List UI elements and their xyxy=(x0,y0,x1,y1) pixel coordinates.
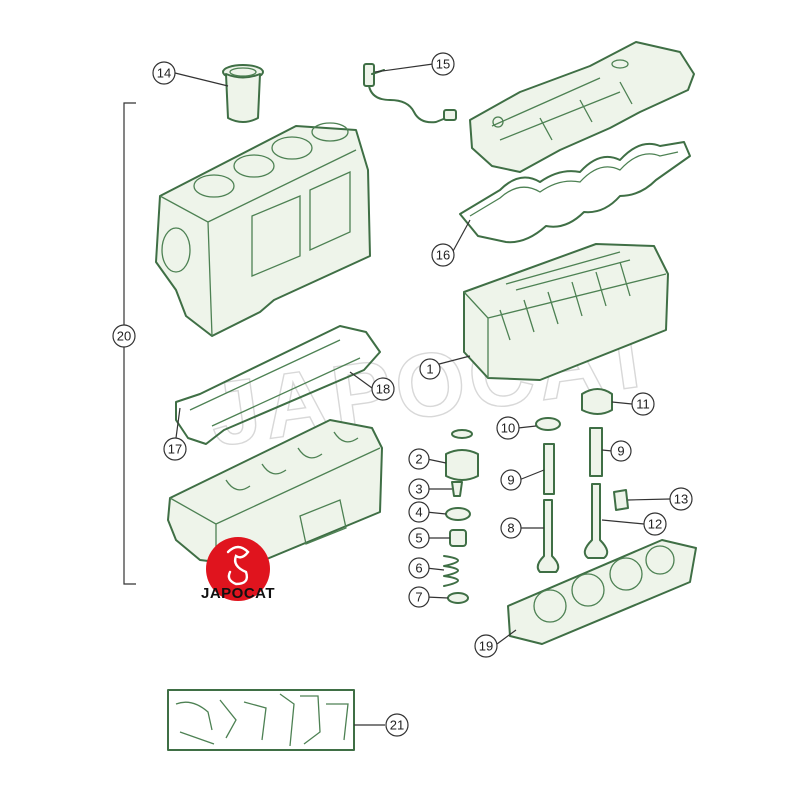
part-oil-pan-gasket[interactable] xyxy=(175,325,381,445)
callout-9-right[interactable]: 9 xyxy=(610,440,632,462)
callout-21[interactable]: 21 xyxy=(385,713,409,737)
callout-7[interactable]: 7 xyxy=(408,586,430,608)
svg-text:14: 14 xyxy=(157,66,171,81)
svg-text:20: 20 xyxy=(117,329,131,344)
part-engine-block[interactable] xyxy=(155,122,371,337)
svg-text:6: 6 xyxy=(415,561,422,576)
logo-red-circle xyxy=(206,537,270,601)
svg-text:19: 19 xyxy=(479,639,493,654)
callout-17[interactable]: 17 xyxy=(163,437,187,461)
svg-text:1: 1 xyxy=(426,362,433,377)
callout-15[interactable]: 15 xyxy=(431,52,455,76)
svg-text:15: 15 xyxy=(436,57,450,72)
callout-1[interactable]: 1 xyxy=(419,358,441,380)
svg-text:12: 12 xyxy=(648,517,662,532)
svg-text:5: 5 xyxy=(415,531,422,546)
callout-12[interactable]: 12 xyxy=(643,512,667,536)
svg-text:9: 9 xyxy=(617,444,624,459)
svg-text:21: 21 xyxy=(390,718,404,733)
svg-text:11: 11 xyxy=(636,397,650,412)
svg-text:3: 3 xyxy=(415,482,422,497)
svg-text:9: 9 xyxy=(507,473,514,488)
part-head-gasket[interactable] xyxy=(507,539,697,645)
callout-10[interactable]: 10 xyxy=(496,416,520,440)
callout-19[interactable]: 19 xyxy=(474,634,498,658)
japocat-logo: JAPOCAT xyxy=(201,537,275,602)
svg-text:8: 8 xyxy=(507,521,514,536)
part-valve-cover[interactable] xyxy=(469,41,695,173)
callout-18[interactable]: 18 xyxy=(371,377,395,401)
callout-20[interactable]: 20 xyxy=(112,324,136,348)
svg-text:7: 7 xyxy=(415,590,422,605)
callout-16[interactable]: 16 xyxy=(431,243,455,267)
svg-text:4: 4 xyxy=(415,505,422,520)
svg-text:18: 18 xyxy=(376,382,390,397)
svg-text:16: 16 xyxy=(436,248,450,263)
callout-14[interactable]: 14 xyxy=(152,61,176,85)
callout-9-left[interactable]: 9 xyxy=(500,469,522,491)
callout-13[interactable]: 13 xyxy=(669,487,693,511)
svg-text:2: 2 xyxy=(415,452,422,467)
part-valve-train[interactable] xyxy=(443,388,629,604)
part-cylinder-liner[interactable] xyxy=(222,64,264,123)
callout-3[interactable]: 3 xyxy=(408,478,430,500)
callout-8[interactable]: 8 xyxy=(500,517,522,539)
callout-2[interactable]: 2 xyxy=(408,448,430,470)
part-crankcase-lower[interactable] xyxy=(167,419,383,567)
logo-emblem-icon xyxy=(226,545,250,586)
part-cylinder-head[interactable] xyxy=(463,243,669,381)
callout-11[interactable]: 11 xyxy=(631,392,655,416)
svg-text:13: 13 xyxy=(674,492,688,507)
leader-lines xyxy=(174,63,671,726)
part-valve-cover-gasket[interactable] xyxy=(459,141,691,244)
callout-6[interactable]: 6 xyxy=(408,557,430,579)
svg-text:10: 10 xyxy=(501,421,515,436)
callout-4[interactable]: 4 xyxy=(408,501,430,523)
part-sensor-harness[interactable] xyxy=(363,63,457,124)
logo-text: JAPOCAT xyxy=(201,585,275,602)
part-gasket-kit[interactable] xyxy=(167,689,355,751)
callout-5[interactable]: 5 xyxy=(408,527,430,549)
svg-text:17: 17 xyxy=(168,442,182,457)
